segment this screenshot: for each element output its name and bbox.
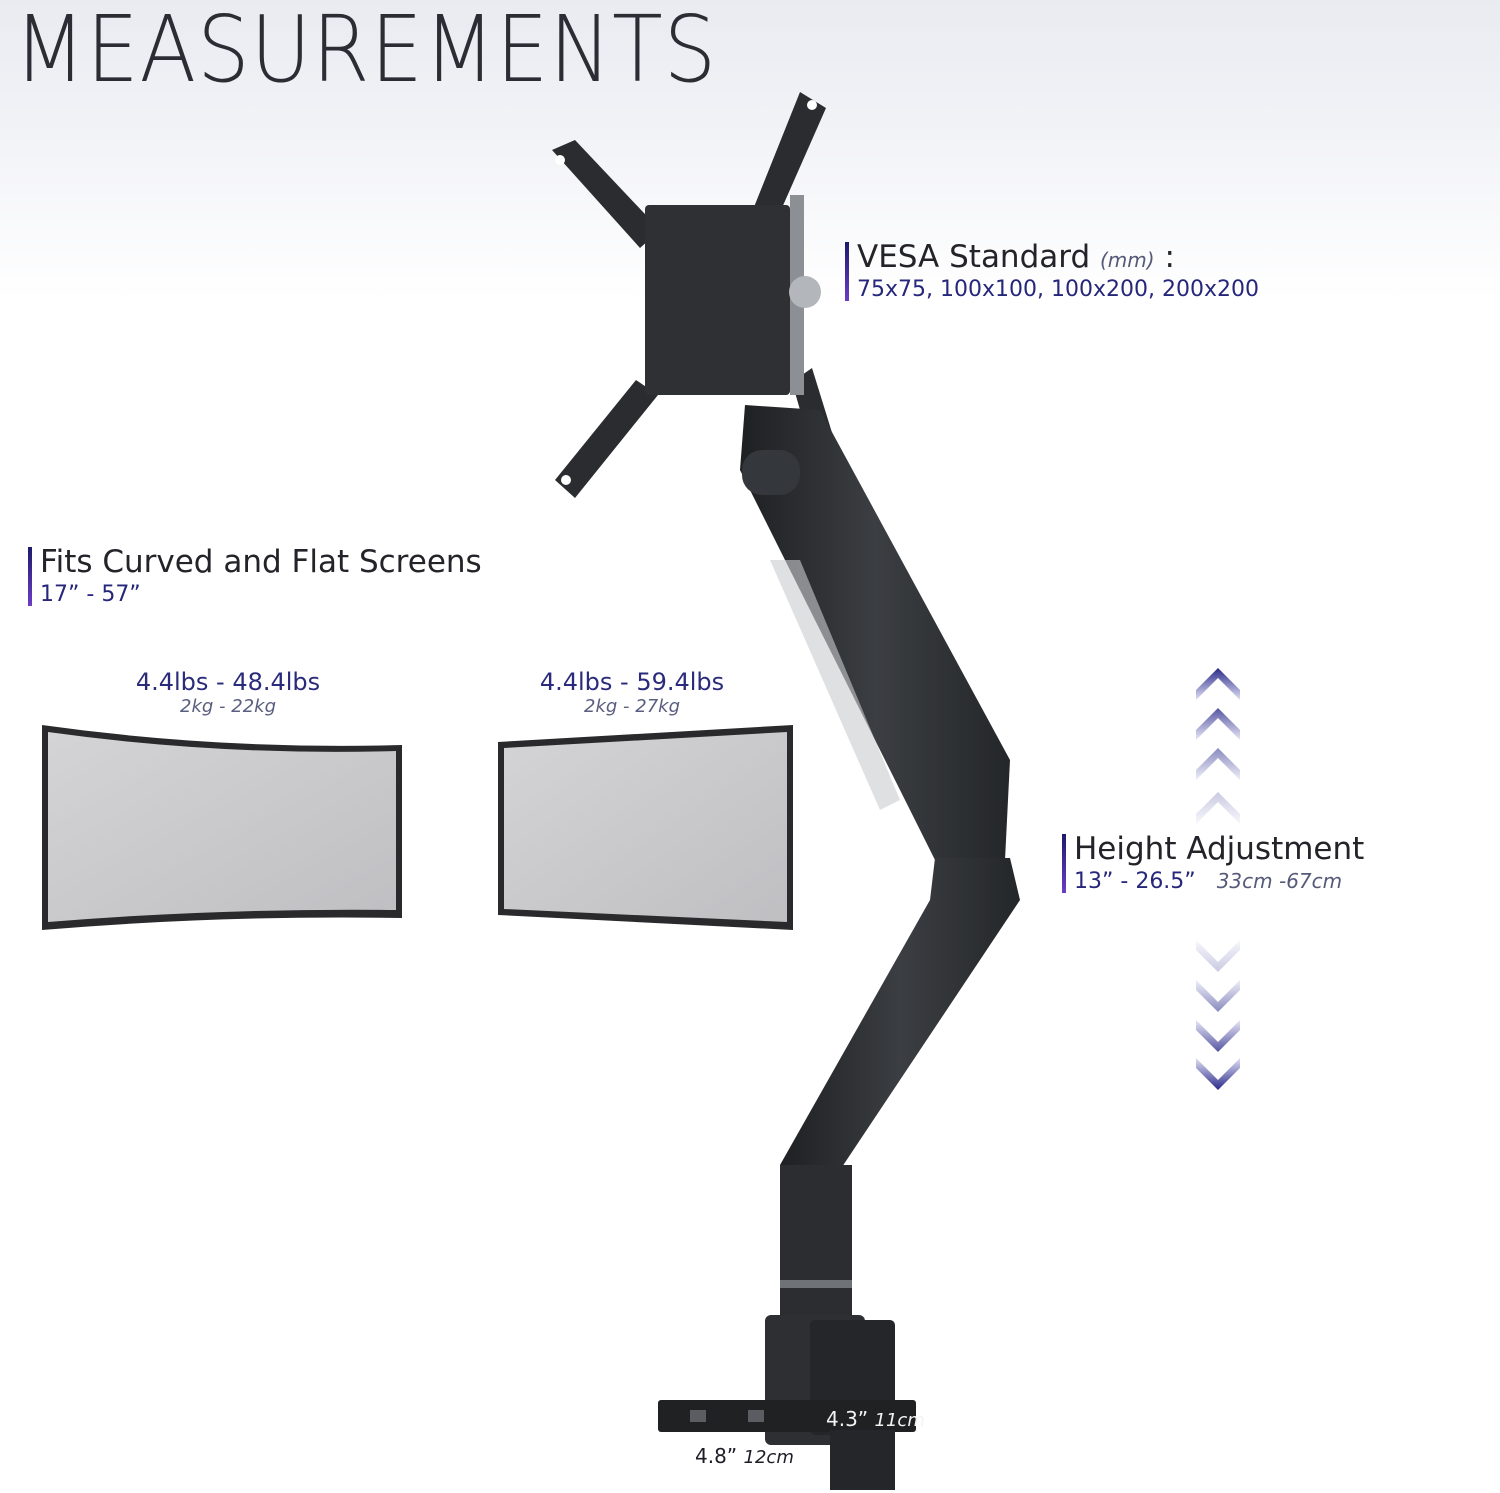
base-width-in: 4.3” — [826, 1407, 869, 1431]
base-width-cm: 11cm — [874, 1410, 925, 1431]
accent-bar — [845, 242, 849, 302]
screens-label-block: Fits Curved and Flat Screens 17” - 57” — [28, 544, 482, 608]
vesa-plate — [552, 92, 838, 498]
curved-weight: 4.4lbs - 48.4lbs 2kg - 22kg — [128, 668, 328, 717]
flat-weight-lbs: 4.4lbs - 59.4lbs — [539, 668, 725, 696]
vesa-label-block: VESA Standard (mm) : 75x75, 100x100, 100… — [845, 239, 1259, 303]
curved-weight-kg: 2kg - 22kg — [180, 696, 276, 717]
base-width: 4.3” 11cm — [826, 1407, 925, 1431]
flat-screen-illustration — [498, 725, 793, 930]
vesa-unit: (mm) — [1100, 248, 1155, 272]
lower-arm — [780, 858, 1020, 1325]
flat-weight-kg: 2kg - 27kg — [584, 696, 680, 717]
base-depth-cm: 12cm — [743, 1447, 794, 1468]
height-arrows — [1196, 668, 1240, 1090]
height-label-block: Height Adjustment 13” - 26.5” 33cm -67cm — [1062, 831, 1365, 895]
screens-title: Fits Curved and Flat Screens — [40, 544, 482, 580]
curved-screen-illustration — [42, 725, 402, 930]
height-title: Height Adjustment — [1074, 831, 1365, 867]
upper-arm — [740, 405, 1010, 860]
vesa-sizes: 75x75, 100x100, 100x200, 200x200 — [857, 276, 1259, 302]
page-title: MEASUREMENTS — [14, 0, 718, 103]
desk-clamp — [658, 1315, 916, 1490]
base-depth-in: 4.8” — [695, 1444, 738, 1468]
vesa-colon: : — [1164, 239, 1175, 275]
base-depth: 4.8” 12cm — [695, 1444, 794, 1468]
flat-weight: 4.4lbs - 59.4lbs 2kg - 27kg — [532, 668, 732, 717]
accent-bar — [28, 547, 32, 607]
vesa-title: VESA Standard — [857, 239, 1091, 275]
accent-bar — [1062, 834, 1066, 894]
screens-range: 17” - 57” — [40, 581, 141, 607]
curved-weight-lbs: 4.4lbs - 48.4lbs — [135, 668, 321, 696]
height-cm: 33cm -67cm — [1216, 868, 1343, 893]
height-inches: 13” - 26.5” — [1074, 868, 1196, 894]
